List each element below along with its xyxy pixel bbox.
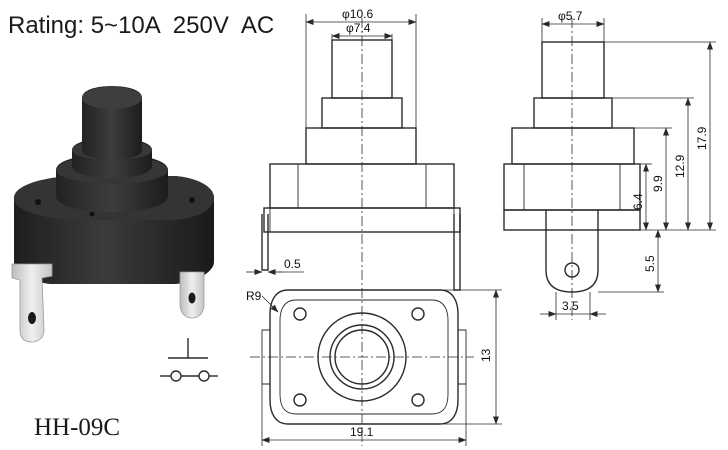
switch-symbol	[160, 338, 218, 382]
dim-cap-inner: φ7.4	[346, 21, 371, 35]
dim-height-12-9: 12.9	[673, 154, 687, 178]
dim-cap-side: φ5.7	[558, 9, 583, 23]
dim-cap-outer: φ10.6	[342, 7, 373, 21]
dim-terminal-length: 5.5	[643, 255, 657, 272]
bottom-view	[250, 289, 502, 446]
dim-pin-thickness: 0.5	[284, 257, 301, 271]
switch-photo	[11, 86, 214, 343]
dim-total-height: 17.9	[695, 126, 709, 150]
dim-height-6-4: 6.4	[631, 193, 645, 210]
dim-terminal-width: 3.5	[562, 299, 579, 313]
front-view	[246, 14, 461, 446]
rating-text: Rating: 5~10A 250V AC	[8, 12, 275, 39]
model-label: HH-09C	[34, 414, 121, 441]
dim-height-9-9: 9.9	[651, 175, 665, 192]
dim-radius: R9	[246, 289, 262, 303]
side-view	[503, 18, 716, 320]
dim-body-width: 19.1	[350, 425, 374, 439]
dim-body-depth: 13	[479, 348, 493, 362]
